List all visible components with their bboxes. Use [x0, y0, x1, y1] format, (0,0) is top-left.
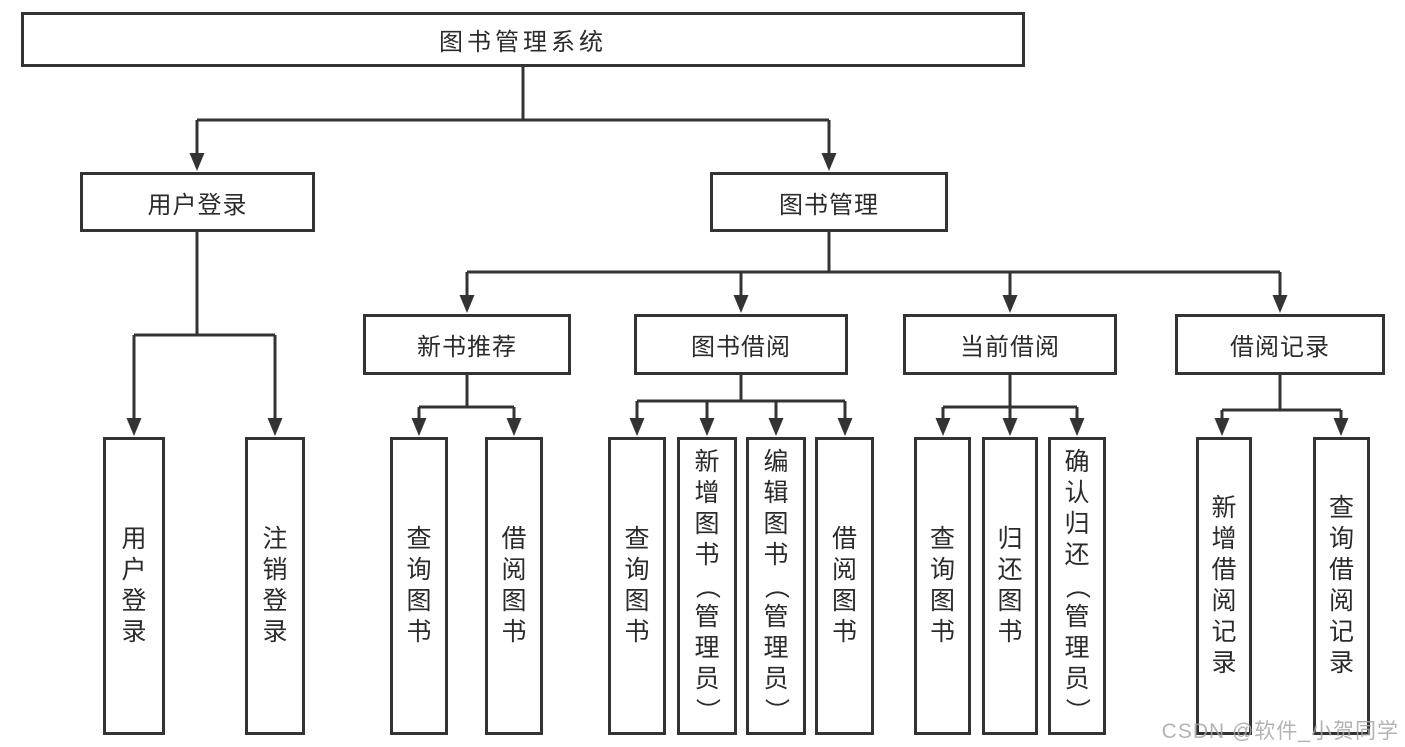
- node-label: 查询图书: [624, 525, 650, 646]
- node-label: 图书借阅: [691, 334, 791, 361]
- node-book-borrowing: 图书借阅: [634, 314, 848, 375]
- node-label: 新增图书（管理员）: [693, 447, 722, 723]
- node-new-book-recommend: 新书推荐: [363, 314, 571, 375]
- node-book-management-system: 图书管理系统: [21, 12, 1025, 67]
- node-label: 注销登录: [262, 525, 288, 646]
- csdn-watermark: CSDN @软件_小贺同学: [1161, 720, 1399, 743]
- node-label: 查询图书: [406, 525, 432, 646]
- node-label: 查询借阅记录: [1328, 494, 1354, 677]
- leaf-confirm-return-admin: 确认归还（管理员）: [1048, 437, 1106, 735]
- node-current-borrowing: 当前借阅: [903, 314, 1117, 375]
- node-label: 新增借阅记录: [1211, 494, 1237, 677]
- leaf-query-books-recommend: 查询图书: [390, 437, 448, 735]
- node-label: 图书管理: [779, 191, 879, 219]
- node-label: 借阅记录: [1230, 334, 1330, 361]
- leaf-query-books-borrowing: 查询图书: [608, 437, 666, 735]
- leaf-add-borrow-record: 新增借阅记录: [1196, 437, 1252, 735]
- leaf-logout: 注销登录: [245, 437, 305, 735]
- leaf-return-books: 归还图书: [982, 437, 1038, 735]
- node-label: 确认归还（管理员）: [1063, 447, 1092, 723]
- node-label: 查询图书: [929, 525, 955, 646]
- node-label: 当前借阅: [960, 334, 1060, 361]
- leaf-borrow-books-borrowing: 借阅图书: [815, 437, 874, 735]
- leaf-borrow-books-recommend: 借阅图书: [485, 437, 543, 735]
- leaf-user-login: 用户登录: [103, 437, 165, 735]
- node-label: 编辑图书（管理员）: [762, 447, 791, 723]
- node-borrow-records: 借阅记录: [1175, 314, 1385, 375]
- node-user-login: 用户登录: [80, 172, 315, 232]
- node-label: 用户登录: [147, 191, 248, 219]
- node-label: 用户登录: [121, 525, 147, 646]
- node-book-management: 图书管理: [710, 172, 948, 232]
- node-label: 归还图书: [997, 525, 1023, 646]
- leaf-query-books-current: 查询图书: [914, 437, 971, 735]
- node-label: 新书推荐: [417, 334, 517, 361]
- node-label: 借阅图书: [501, 525, 527, 646]
- leaf-query-borrow-record: 查询借阅记录: [1313, 437, 1370, 735]
- node-label: 图书管理系统: [439, 29, 607, 56]
- node-label: 借阅图书: [831, 525, 857, 646]
- leaf-edit-book-admin: 编辑图书（管理员）: [746, 437, 806, 735]
- leaf-add-book-admin: 新增图书（管理员）: [677, 437, 737, 735]
